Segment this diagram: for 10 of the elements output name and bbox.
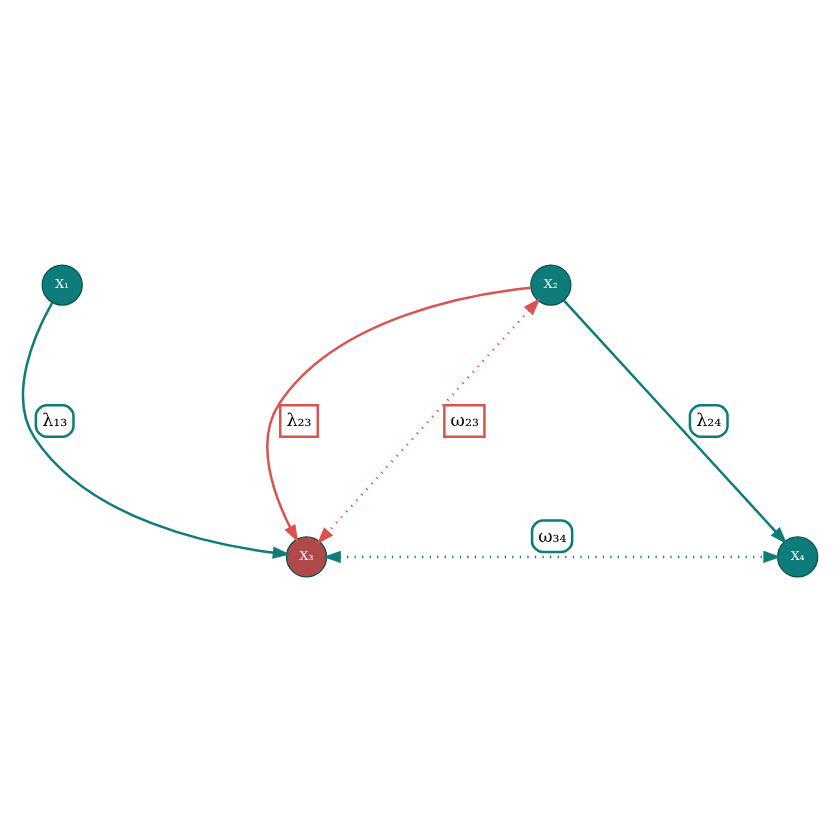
edge-label: ω₂₃: [450, 411, 479, 432]
arrow: [21, 301, 291, 558]
arrow: [316, 297, 541, 544]
arrow: [266, 285, 531, 542]
edge-label: λ₁₃: [42, 411, 68, 432]
arrow: [562, 298, 788, 544]
edge-label: λ₂₄: [696, 411, 722, 432]
edge-label: λ₂₃: [286, 411, 312, 432]
edge-label: ω₃₄: [538, 526, 567, 547]
arrow: [323, 549, 781, 563]
